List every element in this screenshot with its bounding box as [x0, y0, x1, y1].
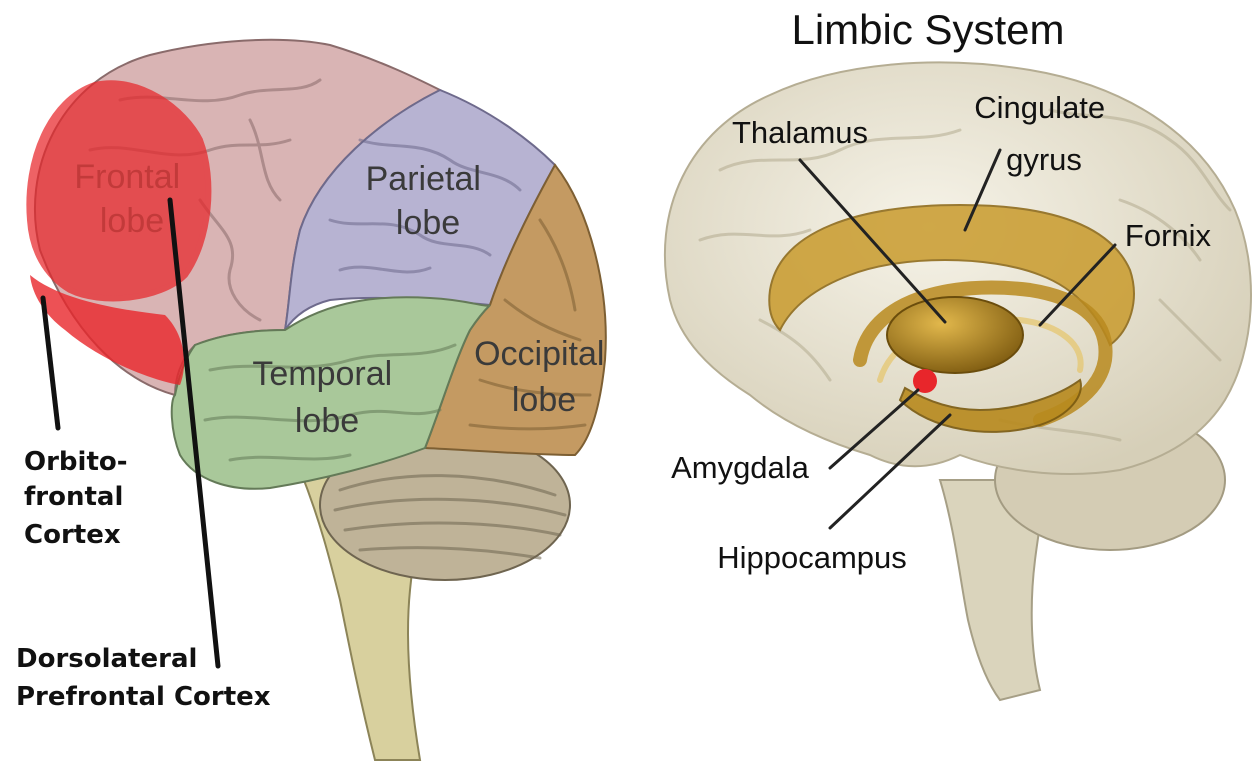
- orbitofrontal-label-line2: frontal: [24, 482, 123, 512]
- occipital-lobe-label-line2: lobe: [512, 381, 576, 419]
- limbic-system-title: Limbic System: [791, 6, 1064, 53]
- thalamus-label: Thalamus: [732, 115, 868, 150]
- fornix-label: Fornix: [1125, 218, 1212, 253]
- dorsolateral-prefrontal-cortex-label: Dorsolateral Prefrontal Cortex: [16, 644, 271, 712]
- cingulate-label-line1: Cingulate: [974, 90, 1105, 125]
- frontal-lobe-label-line2: lobe: [100, 202, 164, 240]
- dorsolateral-label-line2: Prefrontal Cortex: [16, 682, 271, 712]
- temporal-lobe-label-line1: Temporal: [252, 355, 392, 393]
- frontal-lobe-label-line1: Frontal: [74, 158, 180, 196]
- dorsolateral-label-line1: Dorsolateral: [16, 644, 197, 674]
- orbitofrontal-cortex-label: Orbito- frontal Cortex: [24, 447, 137, 550]
- limbic-brain-illustration: Limbic System Thalamus Cingulate gyrus F…: [665, 6, 1251, 700]
- cingulate-label-line2: gyrus: [1006, 142, 1082, 177]
- orbitofrontal-label-line1: Orbito-: [24, 447, 128, 477]
- thalamus-structure: [887, 297, 1023, 373]
- hippocampus-label: Hippocampus: [717, 540, 907, 575]
- occipital-lobe-label-line1: Occipital: [474, 335, 604, 373]
- amygdala-label: Amygdala: [671, 450, 810, 485]
- parietal-lobe-label-line1: Parietal: [366, 160, 481, 198]
- orbitofrontal-label-line3: Cortex: [24, 520, 121, 550]
- temporal-lobe-label-line2: lobe: [295, 402, 359, 440]
- parietal-lobe-label-line2: lobe: [396, 204, 460, 242]
- lateral-brain-illustration: Frontal lobe Parietal lobe Temporal lobe…: [16, 40, 614, 760]
